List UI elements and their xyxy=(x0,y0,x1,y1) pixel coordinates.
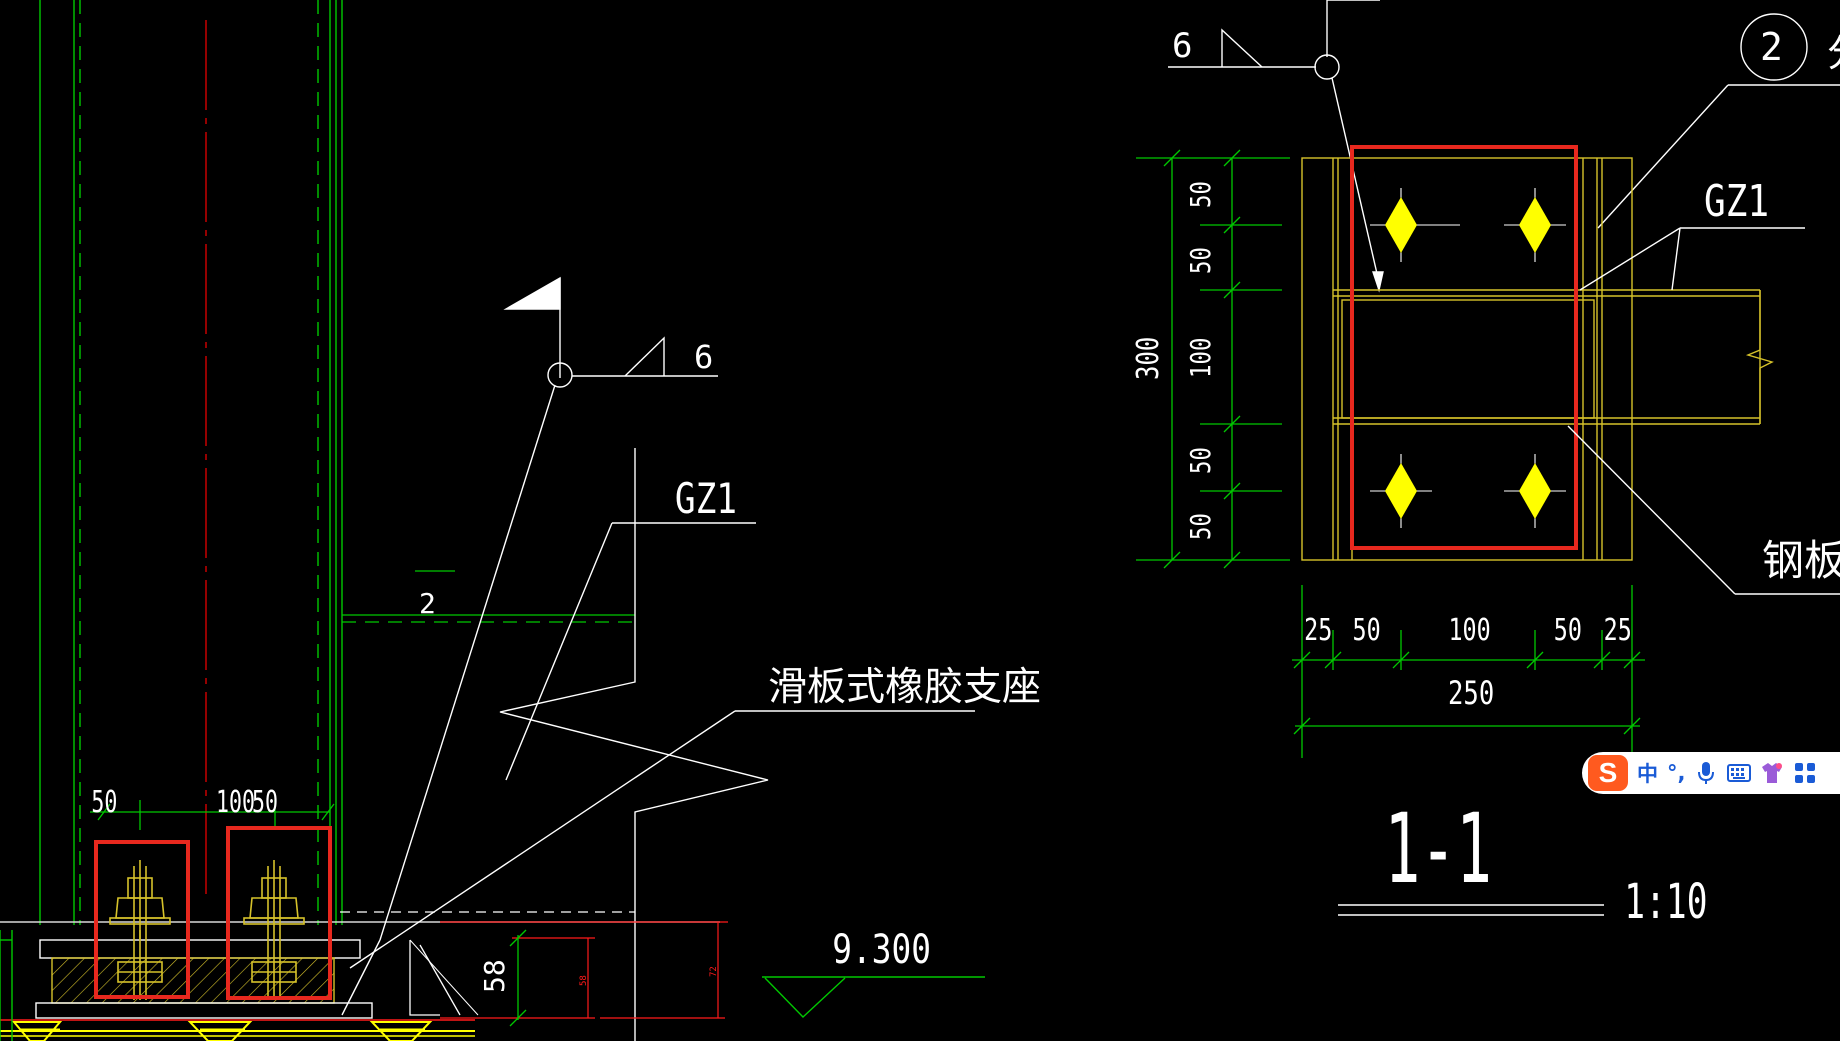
height-dim-58-small: 58 xyxy=(579,975,589,986)
horizontal-dim-25-a: 25 xyxy=(1304,613,1332,648)
weld-size-section: 6 xyxy=(1172,26,1192,66)
dim-left-50: 50 xyxy=(91,786,117,820)
callout-circle xyxy=(1740,13,1808,81)
section-title: 1-1 xyxy=(1384,793,1491,905)
callout-number: 2 xyxy=(1760,25,1783,69)
highlight-box-bolt-left xyxy=(94,840,190,999)
member-label-gz1-section: GZ1 xyxy=(1704,177,1769,227)
ime-toolbar[interactable]: S 中 °, xyxy=(1582,752,1840,794)
bearing-label: 滑板式橡胶支座 xyxy=(768,665,1041,710)
callout-text-cut: 分 xyxy=(1827,31,1840,75)
member-label-gz1-left: GZ1 xyxy=(675,475,737,524)
bolt-top-left xyxy=(1385,197,1417,253)
section-bolts xyxy=(1370,188,1566,528)
section-1-1-view: 6 2 分 xyxy=(1131,0,1840,929)
weld-size-left: 6 xyxy=(694,338,713,376)
height-dim-72-small: 72 xyxy=(709,966,719,977)
ime-punct-toggle[interactable]: °, xyxy=(1667,761,1686,785)
vertical-dim-50-d: 50 xyxy=(1183,513,1216,540)
apps-icon[interactable] xyxy=(1793,761,1817,785)
highlight-box-bolt-right xyxy=(226,826,332,1000)
anchor-bolt-left xyxy=(109,860,171,1000)
plate-label: 钢板 xyxy=(1762,536,1840,585)
ime-mode-toggle[interactable]: 中 xyxy=(1637,762,1658,786)
level-marker-label: 2 xyxy=(419,587,436,620)
vertical-dim-100: 100 xyxy=(1183,338,1216,378)
mic-icon[interactable] xyxy=(1694,761,1718,785)
horizontal-total-250: 250 xyxy=(1448,674,1494,712)
base-plate-assembly xyxy=(0,911,720,1041)
bolt-bottom-right xyxy=(1519,463,1551,519)
height-dim-58: 58 xyxy=(478,959,511,993)
dim-left-100: 100 xyxy=(216,786,255,820)
skin-icon[interactable] xyxy=(1760,761,1784,785)
bolt-top-right xyxy=(1519,197,1551,253)
horizontal-dim-25-b: 25 xyxy=(1604,613,1632,648)
horizontal-dim-50-a: 50 xyxy=(1353,613,1381,648)
section-scale: 1:10 xyxy=(1624,873,1707,929)
dim-left-50b: 50 xyxy=(252,786,278,820)
bolt-bottom-left xyxy=(1385,463,1417,519)
vertical-dim-50-a: 50 xyxy=(1183,181,1216,208)
vertical-dim-50-b: 50 xyxy=(1183,247,1216,274)
ime-logo-icon[interactable]: S xyxy=(1588,755,1628,791)
keyboard-icon[interactable] xyxy=(1727,761,1752,785)
highlight-box-section xyxy=(1350,145,1578,550)
vertical-dim-50-c: 50 xyxy=(1183,447,1216,474)
left-elevation-view: 2 50 100 50 xyxy=(0,0,1041,1041)
horizontal-dim-50-b: 50 xyxy=(1554,613,1582,648)
anchor-bolt-right xyxy=(243,860,305,1000)
horizontal-dim-100: 100 xyxy=(1448,613,1490,648)
vertical-total-300: 300 xyxy=(1131,337,1165,380)
elevation-value: 9.300 xyxy=(832,926,931,973)
